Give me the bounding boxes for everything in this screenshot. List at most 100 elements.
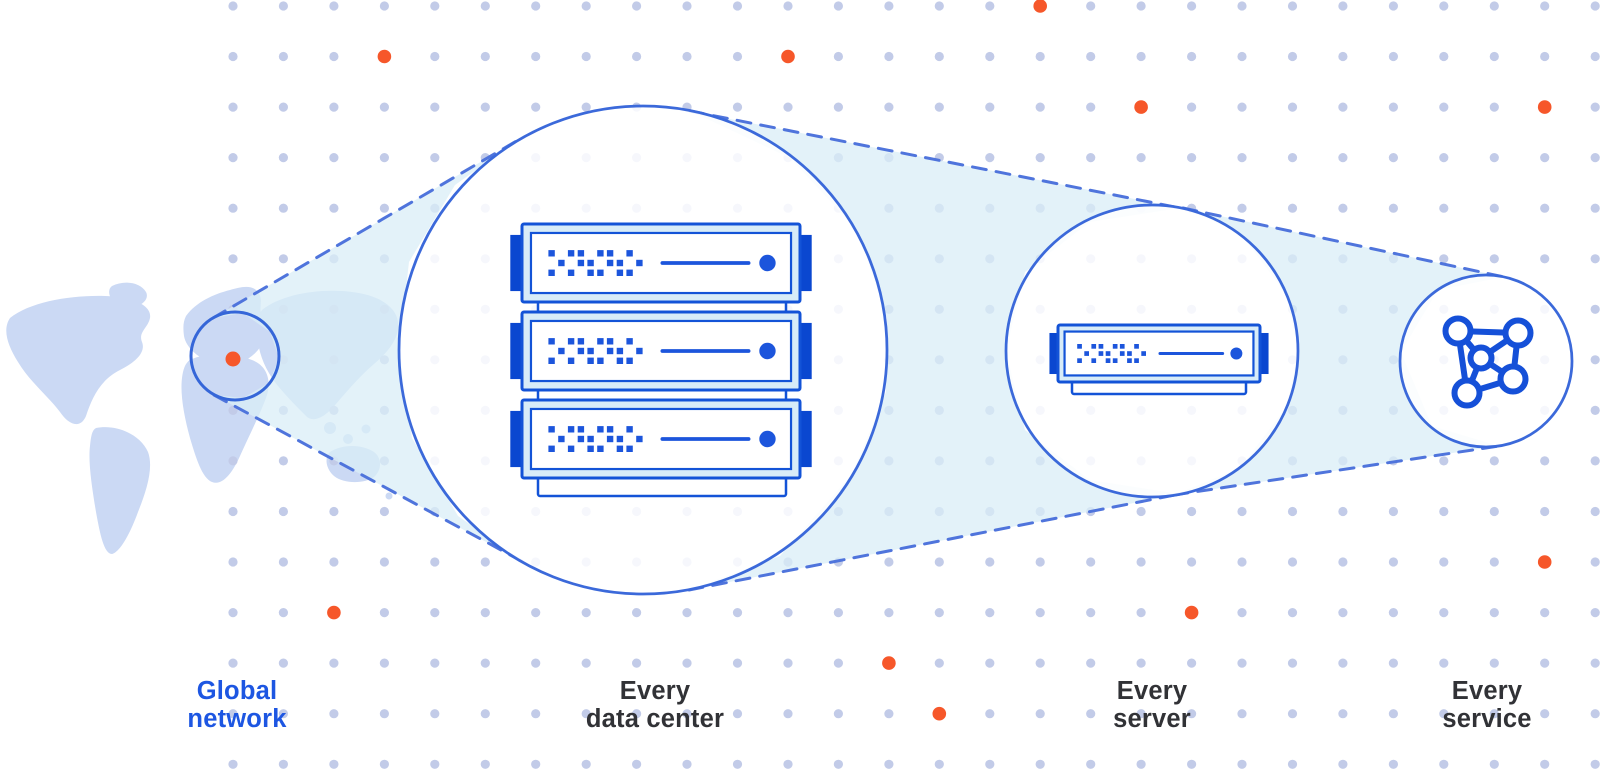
label-line: network: [187, 704, 287, 733]
grid-dot: [228, 456, 238, 466]
grid-dot: [1590, 557, 1600, 567]
grid-dot: [1086, 658, 1096, 668]
dot-matrix-square: [577, 338, 585, 345]
continent: [109, 282, 147, 308]
grid-dot: [1136, 709, 1146, 719]
map-highlight-circle: [189, 310, 281, 402]
grid-dot: [1590, 709, 1600, 719]
dot-matrix-square: [1119, 351, 1125, 356]
grid-dot: [985, 608, 995, 618]
grid-dot: [228, 709, 238, 719]
grid-dot: [1439, 506, 1449, 517]
dot-matrix-square: [1091, 344, 1097, 349]
dot-matrix-square: [626, 250, 633, 257]
dashed-line: [212, 393, 529, 566]
dot-matrix-square: [548, 445, 555, 452]
continent: [89, 427, 151, 554]
dot-matrix-square: [606, 347, 614, 355]
grid-dot: [985, 102, 995, 112]
orange-dot: [1134, 100, 1148, 114]
grid-dot: [1338, 102, 1348, 112]
grid-dot: [1489, 203, 1499, 213]
grid-dot: [1086, 51, 1096, 62]
grid-dot: [1590, 304, 1600, 314]
grid-dot: [1035, 608, 1045, 618]
network-node: [1497, 363, 1529, 395]
grid-dot: [884, 557, 894, 567]
label-line: Every: [1116, 677, 1188, 705]
grid-dot: [1489, 153, 1499, 163]
grid-dot: [1136, 608, 1146, 618]
grid-dot: [1287, 153, 1298, 163]
grid-dot: [1590, 203, 1600, 213]
grid-dot: [480, 557, 490, 567]
dot-matrix-square: [567, 426, 575, 433]
grid-dot: [833, 1, 844, 11]
grid-dot: [1237, 153, 1247, 163]
dot-matrix-square: [567, 357, 575, 364]
network-icon: [1442, 315, 1534, 409]
grid-dot: [1439, 557, 1449, 567]
grid-dot: [682, 709, 692, 719]
grid-dot: [329, 203, 339, 213]
grid-dot: [581, 759, 591, 769]
grid-dot: [581, 51, 591, 62]
grid-dot: [1187, 658, 1197, 668]
grid-dot: [379, 203, 389, 213]
grid-dot: [934, 759, 944, 769]
grid-dot: [1489, 759, 1499, 769]
orange-dot: [327, 605, 341, 620]
grid-dot: [732, 759, 743, 769]
grid-dot: [682, 51, 692, 62]
network-node: [1442, 315, 1474, 347]
dot-matrix-square: [548, 426, 555, 433]
grid-dot: [1540, 1, 1550, 11]
island: [385, 492, 393, 500]
grid-dot: [985, 1, 995, 11]
grid-dot: [228, 254, 238, 264]
dot-matrix-square: [558, 259, 565, 267]
network-node: [1502, 317, 1534, 349]
server-led: [1230, 347, 1243, 360]
grid-dot: [1590, 456, 1600, 466]
grid-dot: [329, 153, 339, 163]
server-led: [759, 254, 776, 272]
grid-dot: [632, 709, 642, 719]
grid-dot: [1237, 658, 1247, 668]
grid-dot: [783, 759, 793, 769]
grid-dot: [1489, 456, 1499, 466]
grid-dot: [1338, 506, 1348, 517]
grid-dot: [1338, 153, 1348, 163]
dot-matrix-square: [1077, 344, 1082, 349]
grid-dot: [1540, 658, 1550, 668]
grid-dot: [278, 759, 288, 769]
grid-dot: [732, 608, 743, 618]
grid-dot: [228, 1, 238, 11]
grid-dot: [1287, 608, 1298, 618]
grid-dot: [329, 658, 339, 668]
grid-dot: [1338, 51, 1348, 62]
grid-dot: [531, 709, 541, 719]
grid-dot: [430, 51, 440, 62]
dot-matrix-square: [606, 250, 614, 257]
grid-dot: [1540, 608, 1550, 618]
grid-dot: [430, 658, 440, 668]
grid-dot: [1136, 658, 1146, 668]
grid-dot: [278, 51, 288, 62]
grid-dot: [1489, 608, 1499, 618]
network-node: [1467, 344, 1495, 372]
grid-dot: [783, 1, 793, 11]
grid-dot: [1439, 658, 1449, 668]
dot-matrix-square: [587, 259, 594, 267]
grid-dot: [833, 658, 844, 668]
dot-matrix-square: [577, 426, 585, 433]
grid-dot: [783, 709, 793, 719]
grid-dot: [833, 51, 844, 62]
grid-dot: [1388, 1, 1398, 11]
grid-dot: [1540, 51, 1550, 62]
grid-dot: [1187, 153, 1197, 163]
grid-dot: [278, 102, 288, 112]
grid-dot: [480, 51, 490, 62]
dashed-line: [1181, 206, 1506, 279]
